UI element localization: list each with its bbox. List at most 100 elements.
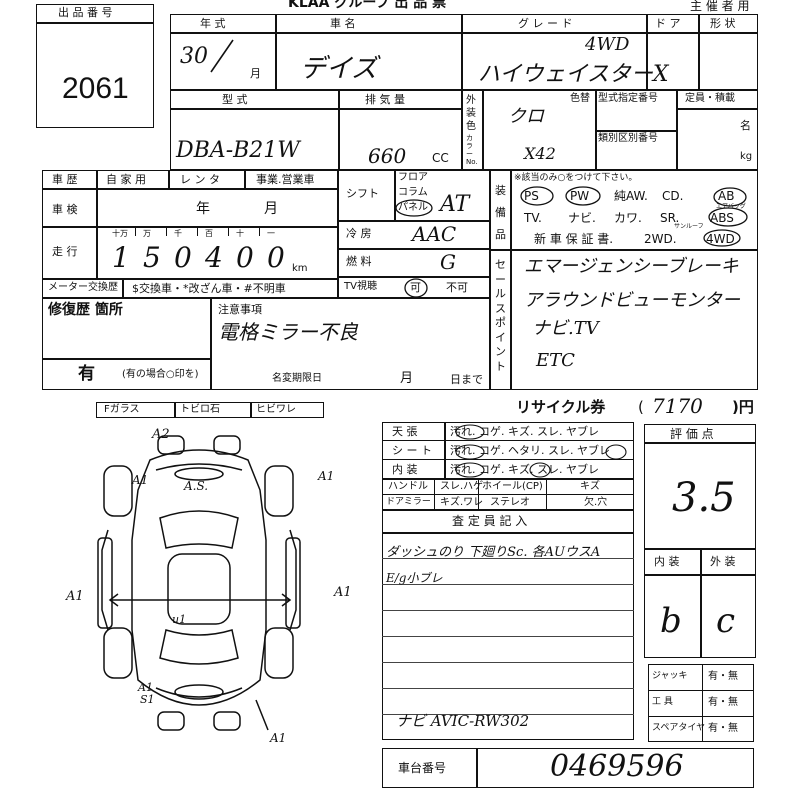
inspection-year-label: 年 — [196, 201, 210, 217]
mileage-digit: 1 — [112, 241, 130, 274]
panel-label: パネル — [398, 202, 428, 213]
sales-point-line: エマージェンシーブレーキ — [524, 256, 739, 277]
stereo-label: ステレオ — [490, 497, 530, 508]
door-label: ド ア — [655, 17, 681, 30]
inspector-line-1: ダッシュのり 下廻りSc. 各AUウスA — [386, 545, 601, 560]
business-label: 事業.営業車 — [256, 173, 315, 186]
grade-value: ハイウェイスターX — [478, 62, 669, 87]
mileage-divider — [228, 228, 229, 236]
mileage-divider — [166, 228, 167, 236]
chassis-box — [382, 748, 754, 788]
mileage-divider — [135, 228, 136, 236]
mileage-divider — [197, 228, 198, 236]
mileage-label: 走 行 — [52, 245, 78, 258]
damage-mark-left-lower: A1 — [138, 681, 153, 694]
color-no-value: X42 — [524, 144, 556, 163]
damage-mark-center: u1 — [172, 613, 187, 626]
mirror-label: ドアミラー — [386, 497, 431, 507]
interior-row-label: 天 張 — [392, 425, 418, 438]
year-value: 30 — [180, 44, 208, 69]
handle-label: ハンドル — [388, 481, 428, 492]
recycle-label: リサイクル券 — [516, 398, 606, 416]
mileage-unit-label: 百 — [205, 229, 213, 238]
equipment-item: 新 車 保 証 書. — [534, 232, 614, 246]
rating-label: 評 価 点 — [670, 427, 714, 441]
year-label: 年 式 — [200, 17, 226, 30]
mileage-unit-label: 一 — [267, 229, 275, 238]
shift-label: シフト — [346, 187, 379, 200]
name-change-month-label: 月 — [400, 371, 414, 386]
model-label: 型 式 — [222, 93, 248, 106]
interior-row-options: 汚れ. コゲ. ヘタリ. スレ. ヤブレ — [450, 444, 610, 457]
inspector-box — [382, 510, 634, 740]
exhibit-number-label: 出 品 番 号 — [58, 6, 113, 19]
glass-item-3: ヒビワレ — [256, 404, 296, 415]
damage-mark-bottom: A1 — [270, 731, 287, 745]
equipment-item: 純AW. — [614, 189, 648, 203]
floor-label: フロア — [398, 172, 428, 183]
wheel-label: ホイール(CP) — [482, 481, 543, 492]
equipment-item: CD. — [662, 189, 684, 203]
mileage-unit-label: 万 — [143, 229, 151, 238]
history-box — [42, 170, 338, 298]
equipment-item: SR. — [660, 211, 680, 225]
equipment-label: 装備品 — [495, 184, 506, 241]
mileage-unit-label: 千 — [174, 229, 182, 238]
inspector-rule — [382, 662, 634, 663]
damage-mark-top: A2 — [152, 427, 170, 442]
mileage-divider — [259, 228, 260, 236]
damage-mark-right-mid: A1 — [334, 585, 352, 600]
column-label: コラム — [398, 187, 428, 198]
equipment-item: カワ. — [614, 211, 642, 225]
drive-value: 4WD — [585, 34, 630, 55]
interior-grade-label: 内 装 — [654, 555, 680, 568]
exhibit-number: 2061 — [62, 72, 129, 105]
interior-row-label: 内 装 — [392, 463, 418, 476]
persons-unit: 名 — [740, 119, 751, 132]
color-no-label: カラーNo. — [466, 134, 478, 166]
tv-yes: 可 — [410, 281, 421, 294]
equipment-note: ※該当のみ○をつけて下さい。 — [514, 173, 638, 183]
rental-label: レ ン タ — [180, 173, 220, 186]
tool-value: 有・無 — [708, 671, 738, 682]
private-label: 自 家 用 — [106, 173, 146, 186]
color-value: クロ — [508, 106, 544, 127]
equipment-item: 4WD — [706, 232, 735, 246]
sales-point-line: ETC — [536, 350, 575, 371]
caution-label: 注意事項 — [218, 303, 262, 316]
tools-divider — [702, 664, 703, 742]
recycle-unit: )円 — [732, 398, 754, 416]
inspector-line-3: ナビ AVIC-RW302 — [396, 712, 530, 730]
sunroof-note: サンルーフ — [674, 223, 704, 230]
inspector-rule — [382, 688, 634, 689]
equipment-item: 2WD. — [644, 232, 677, 246]
inspector-rule — [382, 714, 634, 715]
exterior-grade-value: c — [716, 601, 736, 641]
mileage-digit: 0 — [267, 241, 285, 274]
fuel-label: 燃 料 — [346, 255, 372, 268]
equipment-item: PW — [570, 189, 590, 203]
chassis-value: 0469596 — [550, 749, 684, 784]
mileage-digit: 4 — [205, 241, 223, 274]
sales-point-line: アラウンドビューモンター — [524, 290, 740, 311]
shift-value: AT — [440, 192, 470, 217]
recycle-value: 7170 — [652, 394, 703, 418]
repair-label: 修復歴 箇所 — [48, 302, 123, 318]
sales-point-line: ナビ.TV — [532, 318, 599, 339]
car-name-label: 車 名 — [330, 17, 356, 30]
inspector-label: 査 定 員 記 入 — [452, 514, 528, 528]
exterior-grade-label: 外 装 — [710, 555, 736, 568]
glass-box — [96, 402, 324, 418]
sales-point-label: セールスポイント — [495, 258, 506, 373]
stereo-options: 欠.穴 — [584, 497, 608, 508]
color-change-label: 色替 — [570, 93, 590, 104]
tool-value: 有・無 — [708, 697, 738, 708]
kg-unit: kg — [740, 151, 753, 162]
tool-value: 有・無 — [708, 723, 738, 734]
name-change-day-label: 日まで — [450, 373, 483, 386]
interior-grade-value: b — [660, 601, 682, 641]
ac-value: AAC — [412, 222, 457, 246]
mirror-options: キズ.ワレ — [440, 497, 484, 508]
handle-options: スレ.ハゲ — [440, 481, 484, 492]
rating-value: 3.5 — [672, 475, 736, 521]
